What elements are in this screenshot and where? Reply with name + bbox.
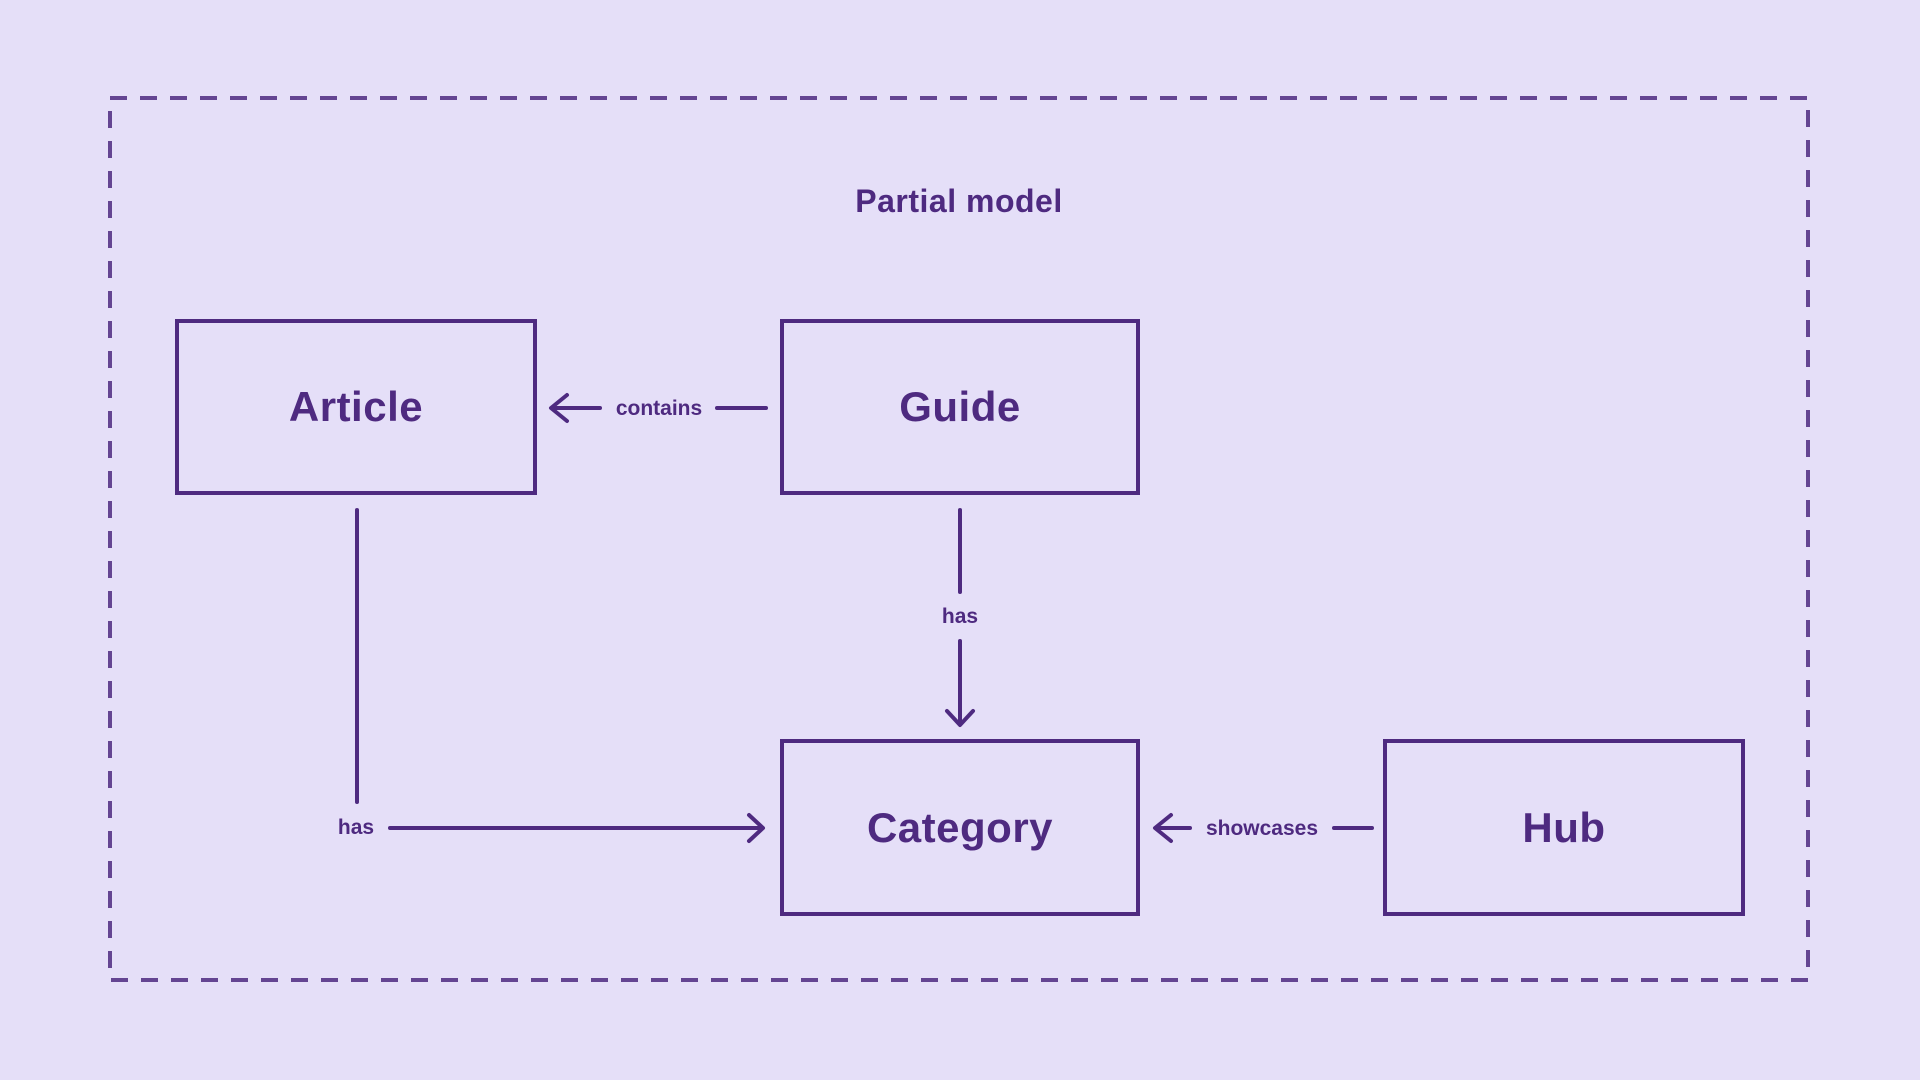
entity-label-article: Article (288, 383, 424, 430)
entity-box-category: Category (780, 739, 1140, 916)
arrow-showcases-hub-to-category (1153, 813, 1374, 843)
entity-label-hub: Hub (1522, 803, 1606, 851)
relation-label-has-guide-category: has (941, 605, 979, 628)
arrowhead-left-icon (549, 393, 569, 423)
relation-label-has-article-category: has (337, 816, 375, 839)
entity-box-guide: Guide (780, 319, 1140, 495)
relation-label-showcases: showcases (1205, 817, 1319, 840)
entity-box-hub: Hub (1383, 739, 1745, 916)
arrow-has-guide-to-category (945, 508, 975, 727)
arrowhead-right-icon (747, 813, 765, 843)
arrowhead-left-icon (1153, 813, 1173, 843)
arrow-has-article-to-category (355, 508, 765, 843)
entity-box-article: Article (175, 319, 537, 495)
arrow-contains-guide-to-article (549, 393, 768, 423)
entity-label-category: Category (866, 803, 1054, 851)
diagram-title: Partial model (855, 183, 1063, 219)
entity-label-guide: Guide (899, 383, 1021, 430)
arrowhead-down-icon (945, 709, 975, 727)
dashed-frame-border (108, 96, 1810, 982)
relation-label-contains: contains (615, 397, 703, 420)
